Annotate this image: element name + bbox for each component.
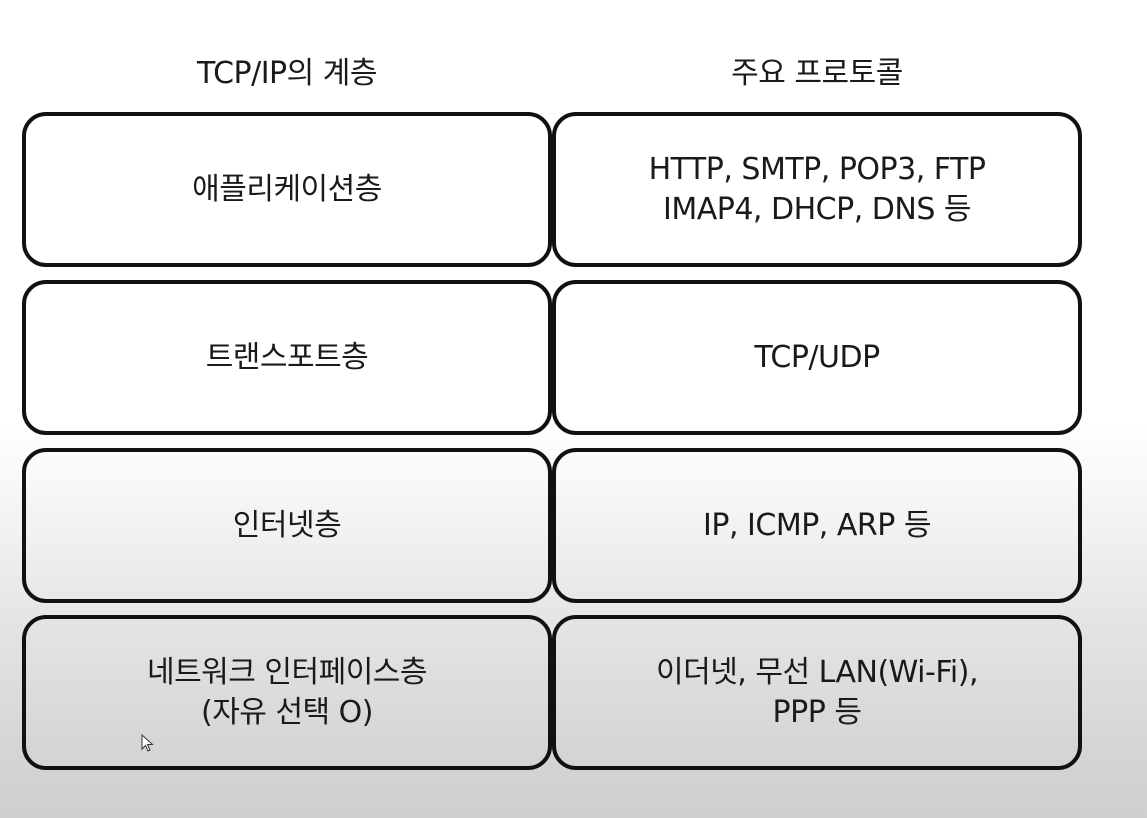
layer-label: 네트워크 인터페이스층 — [146, 654, 428, 690]
protocol-cell-application: HTTP, SMTP, POP3, FTP IMAP4, DHCP, DNS 등 — [552, 112, 1082, 267]
table-row: 네트워크 인터페이스층 (자유 선택 O) 이더넷, 무선 LAN(Wi-Fi)… — [22, 615, 1082, 770]
layer-cell-transport: 트랜스포트층 — [22, 280, 552, 435]
layer-column-header: TCP/IP의 계층 — [197, 56, 378, 91]
protocol-cell-transport: TCP/UDP — [552, 280, 1082, 435]
mouse-pointer-icon — [141, 734, 154, 752]
protocol-label: 이더넷, 무선 LAN(Wi-Fi), — [656, 654, 979, 690]
table-row: 트랜스포트층 TCP/UDP — [22, 280, 1082, 435]
layer-label: 인터넷층 — [232, 507, 342, 543]
layer-note: (자유 선택 O) — [201, 694, 374, 730]
table-row: 인터넷층 IP, ICMP, ARP 등 — [22, 448, 1082, 603]
layer-label: 트랜스포트층 — [205, 339, 369, 375]
protocol-cell-internet: IP, ICMP, ARP 등 — [552, 448, 1082, 603]
protocol-label: IP, ICMP, ARP 등 — [703, 507, 931, 543]
protocol-cell-network-interface: 이더넷, 무선 LAN(Wi-Fi), PPP 등 — [552, 615, 1082, 770]
layer-cell-application: 애플리케이션층 — [22, 112, 552, 267]
layer-cell-internet: 인터넷층 — [22, 448, 552, 603]
table-row: 애플리케이션층 HTTP, SMTP, POP3, FTP IMAP4, DHC… — [22, 112, 1082, 267]
protocol-column-header: 주요 프로토콜 — [731, 56, 903, 91]
protocol-label: HTTP, SMTP, POP3, FTP — [648, 151, 986, 187]
protocol-label: TCP/UDP — [754, 339, 880, 375]
protocol-label: PPP 등 — [772, 694, 862, 730]
layer-label: 애플리케이션층 — [192, 171, 382, 207]
layer-cell-network-interface: 네트워크 인터페이스층 (자유 선택 O) — [22, 615, 552, 770]
protocol-label: IMAP4, DHCP, DNS 등 — [663, 191, 972, 227]
